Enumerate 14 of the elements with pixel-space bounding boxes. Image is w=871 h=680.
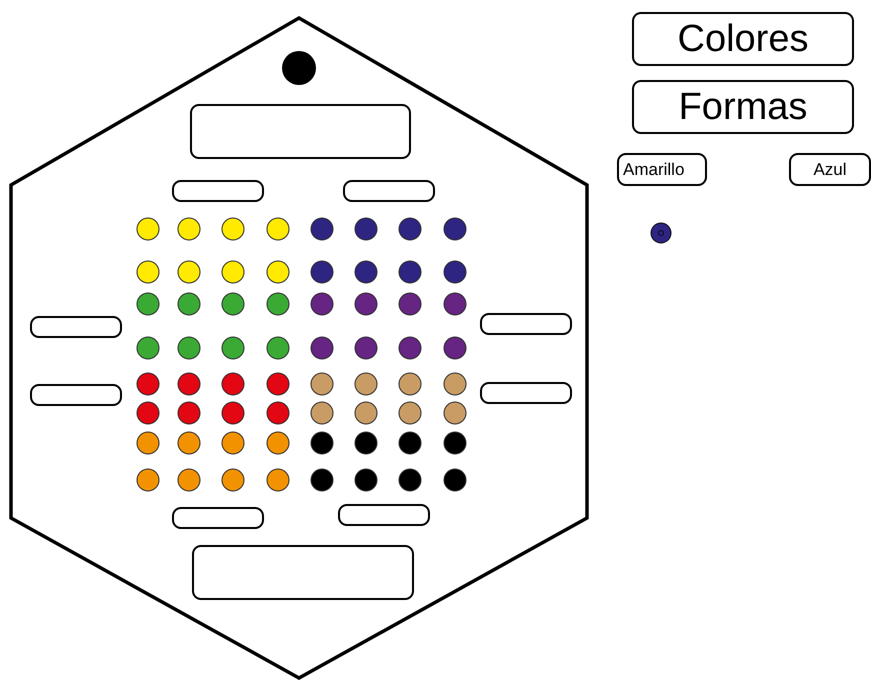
empty-slot [30,316,122,338]
empty-slot [172,180,264,202]
option-button: Amarillo [617,153,707,186]
menu-button: Colores [632,12,854,66]
empty-slot [172,507,264,529]
menu-button: Formas [632,80,854,134]
empty-slot [192,545,414,600]
empty-slot [343,180,435,202]
empty-slot [30,384,122,406]
empty-slot [480,382,572,404]
empty-slot [190,104,411,159]
option-button: Azul [789,153,871,186]
empty-slot [338,504,430,526]
empty-slot [480,313,572,335]
